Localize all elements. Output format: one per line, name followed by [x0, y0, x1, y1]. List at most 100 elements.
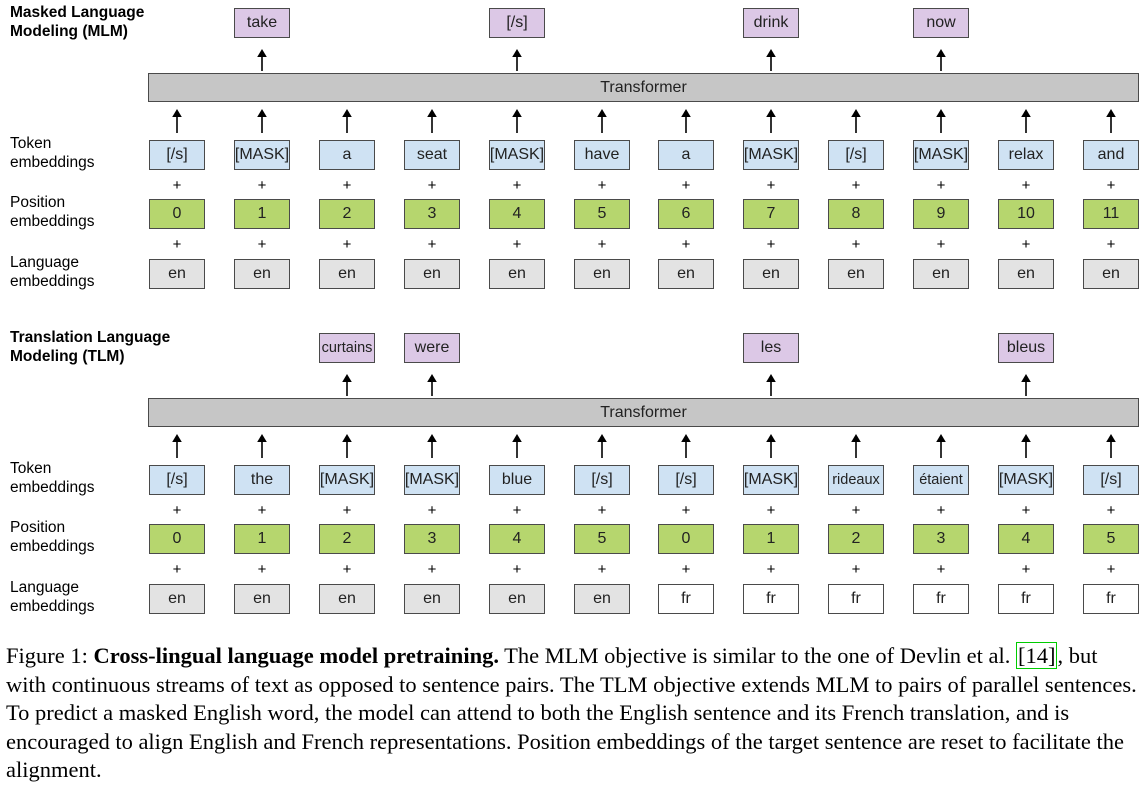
tlm-output-word: were: [404, 333, 460, 363]
mlm-language-embedding: en: [234, 259, 290, 289]
mlm-language-embedding: en: [998, 259, 1054, 289]
up-arrow-icon: [765, 109, 777, 133]
plus-sign: +: [681, 561, 691, 578]
up-arrow-icon: [511, 49, 523, 71]
mlm-token-embedding: seat: [404, 140, 460, 170]
tlm-language-embedding: en: [234, 584, 290, 614]
plus-sign: +: [851, 561, 861, 578]
plus-sign: +: [1021, 236, 1031, 253]
mlm-title: Masked Language Modeling (MLM): [10, 3, 144, 41]
mlm-position-embedding: 6: [658, 199, 714, 229]
tlm-title-line2: Modeling (TLM): [10, 348, 125, 365]
caption-prefix: Figure 1:: [6, 643, 94, 668]
up-arrow-icon: [426, 374, 438, 396]
mlm-position-embedding: 3: [404, 199, 460, 229]
row-label-line: embeddings: [10, 154, 95, 171]
up-arrow-icon: [341, 374, 353, 396]
mlm-language-embedding: en: [1083, 259, 1139, 289]
plus-sign: +: [766, 236, 776, 253]
tlm-language-row-label: Language embeddings: [10, 578, 94, 616]
tlm-position-embedding: 3: [404, 524, 460, 554]
tlm-language-embedding: fr: [913, 584, 969, 614]
plus-sign: +: [1021, 502, 1031, 519]
plus-sign: +: [172, 177, 182, 194]
tlm-language-embedding: en: [574, 584, 630, 614]
mlm-output-word: drink: [743, 8, 799, 38]
up-arrow-icon: [171, 434, 183, 458]
up-arrow-icon: [765, 434, 777, 458]
plus-sign: +: [1106, 236, 1116, 253]
plus-sign: +: [512, 502, 522, 519]
up-arrow-icon: [680, 109, 692, 133]
plus-sign: +: [936, 502, 946, 519]
mlm-token-embedding: [/s]: [149, 140, 205, 170]
plus-sign: +: [766, 177, 776, 194]
citation-link[interactable]: [14]: [1015, 642, 1058, 669]
mlm-position-row-label: Position embeddings: [10, 193, 94, 231]
up-arrow-icon: [765, 374, 777, 396]
row-label-line: embeddings: [10, 213, 95, 230]
caption-text-a: The MLM objective is similar to the one …: [498, 643, 1016, 668]
tlm-language-embedding: fr: [998, 584, 1054, 614]
tlm-position-row-label: Position embeddings: [10, 518, 94, 556]
mlm-transformer-block: Transformer: [148, 73, 1139, 102]
tlm-transformer-block: Transformer: [148, 398, 1139, 427]
mlm-output-word: take: [234, 8, 290, 38]
tlm-token-embedding: [MASK]: [743, 465, 799, 495]
plus-sign: +: [257, 236, 267, 253]
plus-sign: +: [1106, 502, 1116, 519]
row-label-line: embeddings: [10, 598, 95, 615]
mlm-language-embedding: en: [404, 259, 460, 289]
plus-sign: +: [172, 502, 182, 519]
plus-sign: +: [172, 561, 182, 578]
mlm-position-embedding: 5: [574, 199, 630, 229]
tlm-language-embedding: fr: [1083, 584, 1139, 614]
mlm-language-embedding: en: [743, 259, 799, 289]
up-arrow-icon: [256, 109, 268, 133]
up-arrow-icon: [1105, 434, 1117, 458]
mlm-output-word: [/s]: [489, 8, 545, 38]
tlm-position-embedding: 5: [1083, 524, 1139, 554]
up-arrow-icon: [680, 434, 692, 458]
tlm-token-embedding: [MASK]: [319, 465, 375, 495]
plus-sign: +: [936, 236, 946, 253]
tlm-token-embedding: blue: [489, 465, 545, 495]
mlm-position-embedding: 11: [1083, 199, 1139, 229]
plus-sign: +: [597, 502, 607, 519]
mlm-position-embedding: 7: [743, 199, 799, 229]
plus-sign: +: [681, 177, 691, 194]
tlm-token-embedding: [/s]: [574, 465, 630, 495]
mlm-language-embedding: en: [319, 259, 375, 289]
plus-sign: +: [342, 236, 352, 253]
tlm-token-embedding: the: [234, 465, 290, 495]
plus-sign: +: [512, 236, 522, 253]
up-arrow-icon: [171, 109, 183, 133]
row-label-line: Position: [10, 519, 66, 536]
tlm-position-embedding: 1: [234, 524, 290, 554]
tlm-token-row-label: Token embeddings: [10, 459, 94, 497]
plus-sign: +: [936, 177, 946, 194]
up-arrow-icon: [935, 434, 947, 458]
mlm-position-embedding: 9: [913, 199, 969, 229]
mlm-language-embedding: en: [574, 259, 630, 289]
mlm-token-embedding: have: [574, 140, 630, 170]
plus-sign: +: [342, 561, 352, 578]
up-arrow-icon: [341, 434, 353, 458]
plus-sign: +: [342, 177, 352, 194]
plus-sign: +: [681, 236, 691, 253]
tlm-output-word: bleus: [998, 333, 1054, 363]
tlm-position-embedding: 3: [913, 524, 969, 554]
mlm-position-embedding: 1: [234, 199, 290, 229]
tlm-position-embedding: 0: [658, 524, 714, 554]
tlm-token-embedding: [/s]: [149, 465, 205, 495]
tlm-position-embedding: 5: [574, 524, 630, 554]
up-arrow-icon: [935, 109, 947, 133]
mlm-token-embedding: [MASK]: [913, 140, 969, 170]
mlm-position-embedding: 2: [319, 199, 375, 229]
row-label-line: embeddings: [10, 273, 95, 290]
plus-sign: +: [936, 561, 946, 578]
tlm-position-embedding: 4: [998, 524, 1054, 554]
plus-sign: +: [766, 502, 776, 519]
plus-sign: +: [427, 561, 437, 578]
